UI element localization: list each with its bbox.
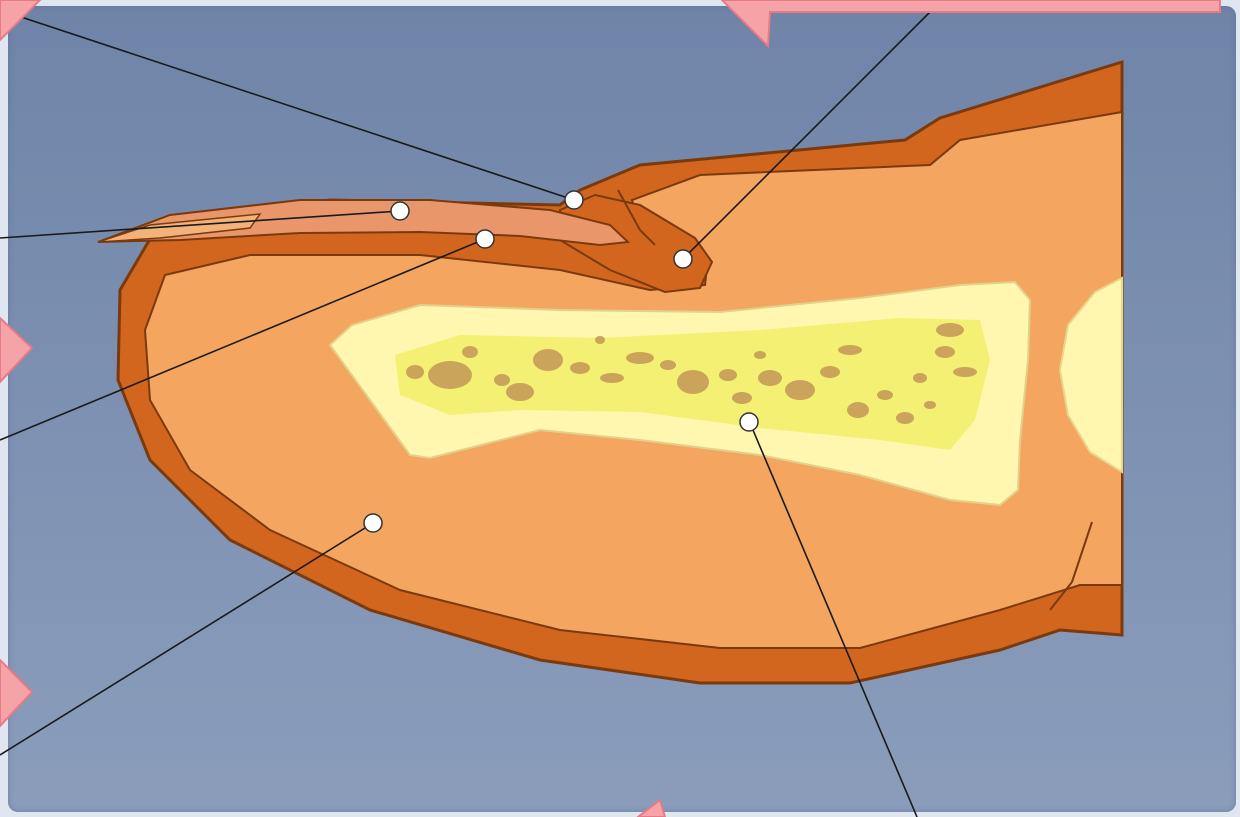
callout-left-bottom xyxy=(0,660,32,726)
callout-left-middle xyxy=(0,318,32,382)
callout-top-left xyxy=(0,0,40,40)
soft-tissue-marker xyxy=(364,514,382,532)
callout-bottom-center xyxy=(638,800,665,817)
bone-marker xyxy=(740,413,758,431)
nail-root-marker xyxy=(674,250,692,268)
leader-line-soft-tissue xyxy=(0,523,373,755)
nail-plate-marker xyxy=(391,202,409,220)
nail-bed-marker xyxy=(476,230,494,248)
leader-line-nail-fold xyxy=(0,10,574,200)
nail-fold-marker xyxy=(565,191,583,209)
callout-top-right xyxy=(722,0,1220,46)
